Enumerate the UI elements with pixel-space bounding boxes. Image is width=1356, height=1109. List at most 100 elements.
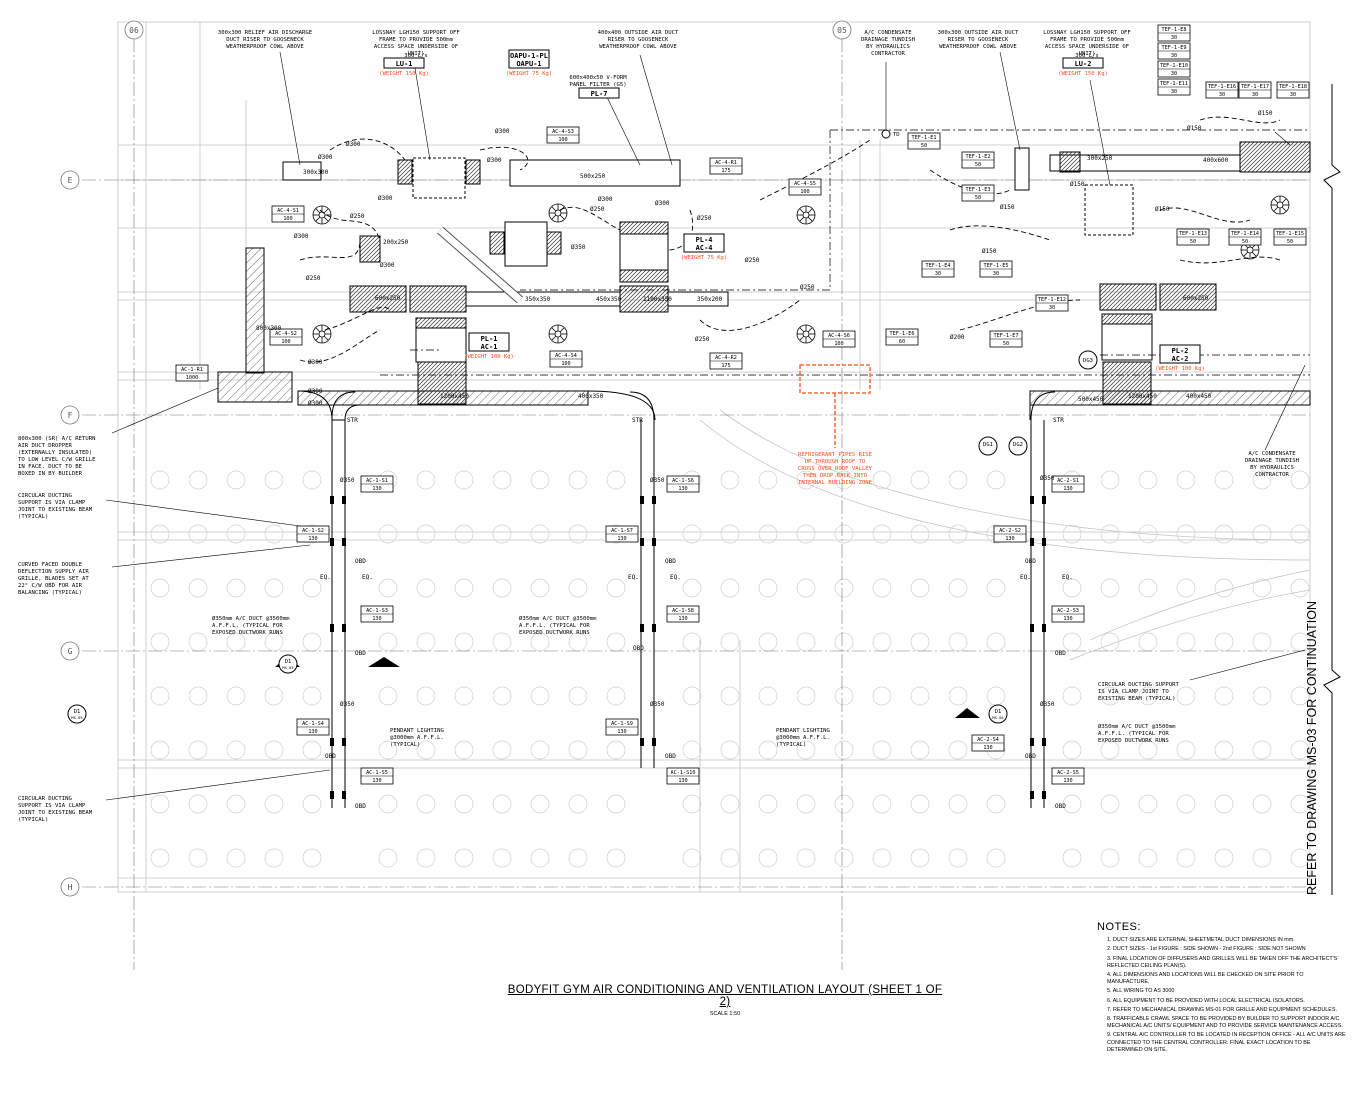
- column-dot: [1138, 686, 1158, 706]
- column-dot: [606, 470, 626, 490]
- column-dot: [872, 524, 892, 544]
- column-dot: [606, 578, 626, 598]
- section-marker-d1-a: D1 MS-05: [275, 654, 300, 674]
- note-item: 3. FINAL LOCATION OF DIFFUSERS AND GRILL…: [1107, 955, 1338, 969]
- svg-text:F: F: [68, 411, 73, 420]
- column-dot: [872, 632, 892, 652]
- column-dot: [834, 578, 854, 598]
- column-dot: [1062, 524, 1082, 544]
- grid-bubble-H: H: [60, 877, 80, 897]
- column-dot: [1138, 524, 1158, 544]
- dimension-label: Ø350: [340, 477, 355, 484]
- svg-text:130: 130: [617, 536, 626, 542]
- diffuser-icon: [796, 205, 816, 225]
- dimension-label: OBD: [633, 645, 644, 652]
- dimension-label: 1200x450: [440, 393, 469, 400]
- dimension-label: Ø300: [380, 262, 395, 269]
- column-dot: [948, 848, 968, 868]
- svg-text:130: 130: [308, 536, 317, 542]
- note-item: 4. ALL DIMENSIONS AND LOCATIONS WILL BE …: [1107, 972, 1304, 986]
- column-dot: [454, 848, 474, 868]
- svg-text:D1: D1: [995, 709, 1002, 715]
- dimension-label: Ø250: [800, 284, 815, 291]
- column-dot: [1290, 740, 1310, 760]
- svg-text:50: 50: [975, 162, 981, 168]
- column-dot: [910, 578, 930, 598]
- column-dot: [416, 632, 436, 652]
- svg-text:TEF-1-E18: TEF-1-E18: [1279, 84, 1307, 90]
- ac1-unit: [415, 317, 467, 363]
- svg-text:AC-4-S6: AC-4-S6: [828, 333, 850, 339]
- svg-text:AC-1-S2: AC-1-S2: [302, 528, 324, 534]
- svg-text:LU-1: LU-1: [396, 60, 413, 68]
- column-dot: [796, 632, 816, 652]
- column-dot: [1100, 686, 1120, 706]
- dimension-label: 600x250: [375, 295, 401, 302]
- column-dot: [986, 470, 1006, 490]
- column-dot: [1176, 524, 1196, 544]
- column-dot: [720, 470, 740, 490]
- svg-text:100: 100: [800, 189, 809, 195]
- column-dot: [530, 740, 550, 760]
- column-dot: [378, 632, 398, 652]
- column-dot: [150, 470, 170, 490]
- dimension-label: OBD: [665, 558, 676, 565]
- svg-text:(WEIGHT 150 Kg): (WEIGHT 150 Kg): [1058, 71, 1108, 77]
- svg-text:50: 50: [921, 143, 927, 149]
- section-marker-d1-c: D1 MS-05: [988, 704, 1008, 724]
- column-dot: [1100, 794, 1120, 814]
- dimension-label: STR: [347, 417, 358, 424]
- column-dot: [568, 686, 588, 706]
- svg-text:AC-4-R1: AC-4-R1: [715, 160, 737, 166]
- svg-text:G: G: [68, 647, 73, 656]
- dimension-label: Ø150: [1187, 125, 1202, 132]
- column-dot: [378, 794, 398, 814]
- dimension-label: Ø300: [487, 157, 502, 164]
- column-dot: [188, 794, 208, 814]
- note-item: 5. ALL WIRING TO AS 3000: [1107, 988, 1175, 995]
- column-dot: [682, 578, 702, 598]
- svg-text:(WEIGHT 150 Kg): (WEIGHT 150 Kg): [379, 71, 429, 77]
- column-dot: [1176, 794, 1196, 814]
- svg-text:TEF-1-E14: TEF-1-E14: [1231, 231, 1259, 237]
- unit-label-ac2: PL-2AC-2(WEIGHT 100 Kg): [1155, 344, 1205, 372]
- dimension-label: Ø300: [378, 195, 393, 202]
- column-dot: [492, 848, 512, 868]
- column-dot: [1100, 524, 1120, 544]
- svg-text:30: 30: [1252, 92, 1258, 98]
- note-item: 9. CENTRAL A/C CONTROLLER TO BE LOCATED …: [1107, 1032, 1346, 1053]
- column-dot: [454, 632, 474, 652]
- column-dot: [416, 740, 436, 760]
- svg-text:TEF-1-E4: TEF-1-E4: [926, 263, 951, 269]
- svg-text:AC-1-R1: AC-1-R1: [181, 367, 203, 373]
- svg-text:DG3: DG3: [1083, 358, 1093, 364]
- column-dot: [378, 524, 398, 544]
- column-dot: [226, 794, 246, 814]
- svg-text:TEF-1-E6: TEF-1-E6: [890, 331, 915, 337]
- column-dot: [568, 740, 588, 760]
- column-dot: [492, 740, 512, 760]
- column-dot: [720, 794, 740, 814]
- dimension-label: 200x250: [383, 239, 409, 246]
- column-dot: [1176, 578, 1196, 598]
- column-dot: [720, 740, 740, 760]
- supply-grille-icon: [330, 624, 334, 632]
- dimension-label: 500x450: [1078, 396, 1104, 403]
- column-dot: [720, 524, 740, 544]
- dimension-label: OBD: [1055, 650, 1066, 657]
- dimension-label: EQ.: [628, 574, 639, 581]
- note-item: 7. REFER TO MECHANICAL DRAWING MS-01 FOR…: [1107, 1006, 1337, 1013]
- grid-bubble-F: F: [60, 405, 80, 425]
- column-dot: [1214, 794, 1234, 814]
